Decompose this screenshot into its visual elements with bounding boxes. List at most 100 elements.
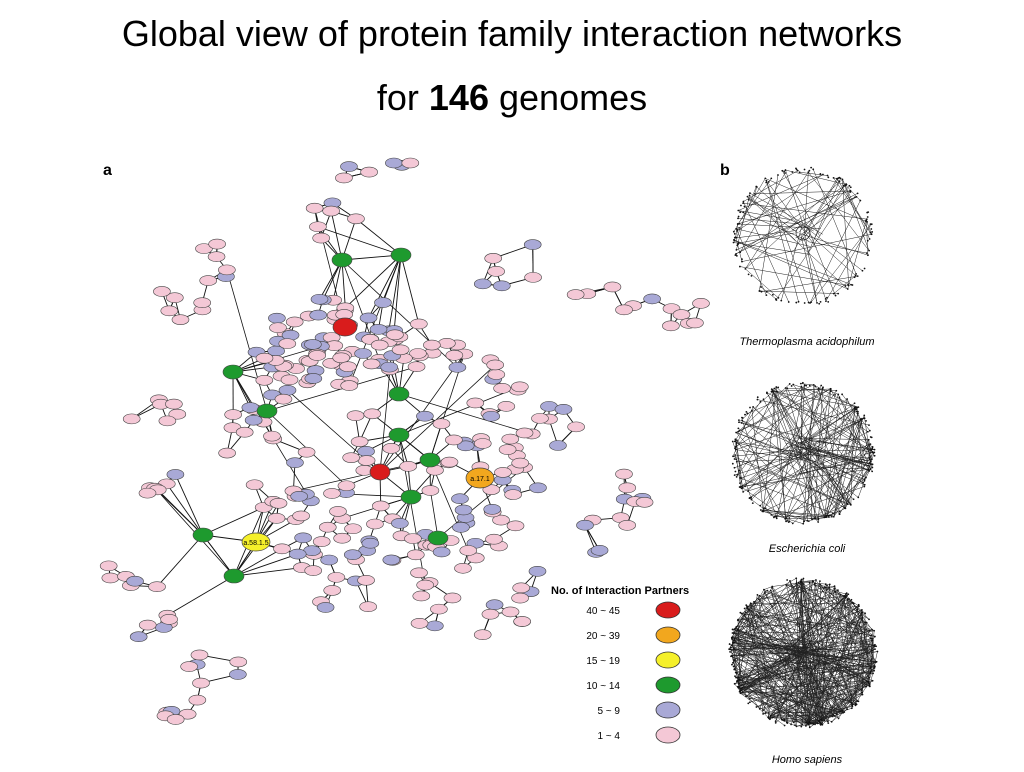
genome-node — [844, 285, 846, 287]
genome-node — [862, 612, 864, 614]
network-node — [189, 695, 206, 705]
genome-node — [818, 303, 820, 305]
genome-node — [868, 250, 870, 252]
genome-node — [804, 384, 806, 386]
genome-node — [855, 407, 857, 409]
genome-node — [846, 184, 848, 186]
genome-node — [816, 723, 818, 725]
genome-node — [873, 670, 875, 672]
genome-node — [775, 720, 777, 722]
genome-node — [730, 655, 732, 657]
genome-node — [869, 630, 871, 632]
genome-node — [766, 392, 768, 394]
genome-node — [862, 482, 864, 484]
network-node — [422, 486, 439, 496]
genome-node — [872, 680, 874, 682]
genome-node — [818, 388, 820, 390]
genome-node — [751, 410, 753, 412]
genome-node — [819, 584, 821, 586]
genome-node — [742, 202, 744, 204]
genome-node — [845, 596, 847, 598]
network-node — [310, 310, 327, 320]
genome-node — [770, 177, 772, 179]
genome-node — [838, 181, 840, 183]
genome-node — [747, 490, 749, 492]
genome-node — [814, 723, 816, 725]
genome-node — [768, 181, 770, 183]
network-node — [430, 604, 447, 614]
genome-node — [861, 689, 863, 691]
genome-node — [762, 510, 764, 512]
genome-node — [762, 713, 764, 715]
genome-node — [866, 218, 868, 220]
genome-node — [765, 294, 767, 296]
genome-node — [857, 192, 859, 194]
genome-node — [744, 614, 746, 616]
genome-node — [739, 266, 741, 268]
network-node — [317, 602, 334, 612]
network-node — [269, 323, 286, 333]
genome-node — [785, 520, 787, 522]
genome-node — [875, 645, 877, 647]
network-node — [410, 319, 427, 329]
genome-node — [786, 579, 788, 581]
genome-node — [847, 593, 849, 595]
genome-node — [840, 594, 842, 596]
genome-node — [733, 669, 735, 671]
genome-node — [734, 474, 736, 476]
genome-node — [737, 619, 739, 621]
network-hub-node — [391, 248, 411, 262]
genome-node — [857, 406, 859, 408]
genome-node — [877, 651, 879, 653]
genome-node — [744, 486, 746, 488]
genome-node — [832, 512, 834, 514]
genome-node — [737, 223, 739, 225]
genome-node — [825, 298, 827, 300]
genome-node — [732, 632, 734, 634]
genome-node — [845, 593, 847, 595]
network-node — [411, 568, 428, 578]
network-node — [323, 488, 340, 498]
network-node — [619, 520, 636, 530]
network-node — [123, 414, 140, 424]
genome-node — [855, 273, 857, 275]
genome-node — [826, 297, 828, 299]
network-node — [245, 415, 262, 425]
network-node — [408, 362, 425, 372]
genome-node — [846, 398, 848, 400]
genome-node — [738, 421, 740, 423]
genome-node — [792, 523, 794, 525]
genome-node — [855, 408, 857, 410]
network-node — [445, 435, 462, 445]
genome-node — [867, 465, 869, 467]
genome-node — [760, 401, 762, 403]
genome-node — [749, 497, 751, 499]
network-node — [511, 382, 528, 392]
genome-node — [856, 410, 858, 412]
genome-node — [827, 720, 829, 722]
genome-node — [808, 723, 810, 725]
network-node — [460, 545, 477, 555]
genome-node — [851, 702, 853, 704]
genome-node — [741, 261, 743, 263]
genome-node — [850, 186, 852, 188]
network-node — [328, 572, 345, 582]
genome-node — [869, 430, 871, 432]
genome-node — [850, 284, 852, 286]
network-node — [242, 403, 259, 413]
genome-node — [792, 384, 794, 386]
genome-node — [864, 268, 866, 270]
genome-node — [834, 591, 836, 593]
genome-node — [745, 604, 747, 606]
genome-node — [759, 708, 761, 710]
genome-node — [742, 618, 744, 620]
network-node — [268, 313, 285, 323]
network-node — [407, 550, 424, 560]
genome-node — [848, 185, 850, 187]
network-node — [139, 620, 156, 630]
genome-node — [869, 459, 871, 461]
genome-node — [803, 520, 805, 522]
genome-node — [816, 302, 818, 304]
genome-node — [775, 299, 777, 301]
genome-node — [855, 704, 857, 706]
